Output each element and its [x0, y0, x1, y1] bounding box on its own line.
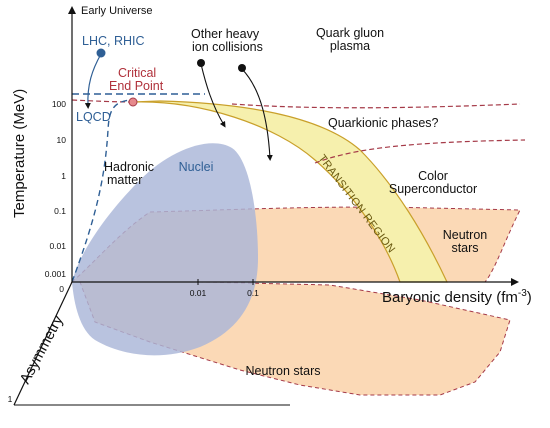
color-superconductor-boundary	[314, 139, 526, 164]
y-tick-1: 1	[61, 171, 66, 181]
hadronic-label-line1: Hadronic	[104, 160, 154, 174]
y-tick-10: 10	[57, 135, 67, 145]
lhc-arrow	[84, 53, 102, 109]
color-sc-label-line2: Superconductor	[389, 182, 477, 196]
nuclei-label: Nuclei	[179, 160, 214, 174]
crossover-line	[71, 99, 134, 103]
neutron-stars-upper-line2: stars	[451, 241, 478, 255]
lqcd-boundary	[71, 99, 131, 283]
color-sc-label-line1: Color	[418, 169, 448, 183]
temperature-axis-title: Temperature (MeV)	[11, 89, 28, 218]
y-tick-0.001: 0.001	[45, 269, 67, 279]
hadronic-label-line2: matter	[107, 173, 142, 187]
nuclei-region	[72, 143, 258, 356]
neutron-stars-upper-line1: Neutron	[443, 228, 488, 242]
y-tick-0.1: 0.1	[54, 206, 66, 216]
x-tick-0.01: 0.01	[190, 288, 207, 298]
lhc-rhic-dot	[96, 48, 106, 58]
asymmetry-end-label: 1	[8, 394, 13, 404]
heavy-ion-arrow-1	[200, 63, 226, 128]
critical-end-point	[128, 97, 138, 107]
heavy-ion-arrow-2	[241, 68, 273, 161]
heavy-ion-label-line1: Other heavy	[191, 27, 260, 41]
critical-label-line2: End Point	[109, 79, 164, 93]
asymmetry-axis	[13, 281, 73, 406]
y-tick-0.01: 0.01	[49, 241, 66, 251]
lqcd-label: LQCD	[76, 110, 111, 124]
qgp-label-line1: Quark gluon	[316, 26, 384, 40]
critical-label-line1: Critical	[118, 66, 156, 80]
heavy-ion-label-line2: ion collisions	[192, 40, 263, 54]
lhc-rhic-label: LHC, RHIC	[82, 34, 145, 48]
heavy-ion-dot-2	[238, 64, 246, 72]
neutron-stars-lower-label: Neutron stars	[245, 364, 320, 378]
qgp-label-line2: plasma	[330, 39, 370, 53]
heavy-ion-dot-1	[197, 59, 205, 67]
x-tick-0.1: 0.1	[247, 288, 259, 298]
asymmetry-axis-title: Asymmetry	[17, 312, 67, 387]
quarkionic-label: Quarkionic phases?	[328, 116, 439, 130]
origin-label: 0	[59, 284, 64, 294]
y-tick-100: 100	[52, 99, 66, 109]
density-axis-title: Baryonic density (fm-3)	[382, 288, 532, 306]
quarkionic-upper-boundary	[231, 103, 521, 109]
early-universe-label: Early Universe	[81, 5, 153, 17]
